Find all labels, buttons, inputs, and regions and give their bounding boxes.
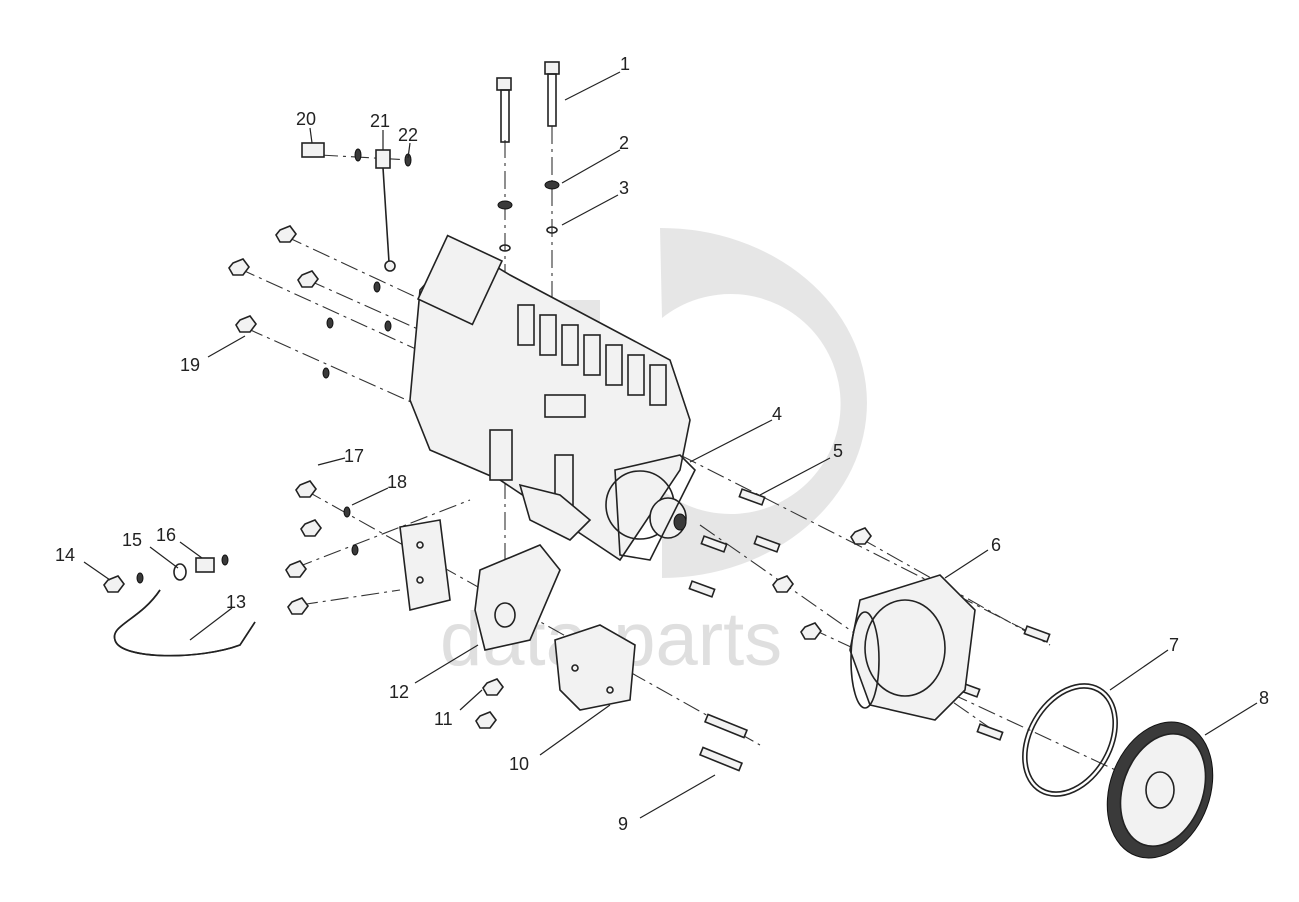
support-bracket-small <box>554 624 636 711</box>
callout-17: 17 <box>344 446 364 466</box>
callout-3: 3 <box>619 178 629 198</box>
assembly-axes <box>237 126 1181 801</box>
fuel-pipe-assembly <box>103 554 256 657</box>
callout-20: 20 <box>296 109 316 129</box>
callout-15: 15 <box>122 530 142 550</box>
callout-numbers: 1 2 3 4 5 6 7 8 9 10 11 12 13 14 15 16 1… <box>55 54 1269 834</box>
banjo-bolt-assembly <box>301 142 412 272</box>
callout-6: 6 <box>991 535 1001 555</box>
callout-21: 21 <box>370 111 390 131</box>
nuts-and-washers-left <box>228 225 392 379</box>
callout-7: 7 <box>1169 635 1179 655</box>
long-bolts <box>698 713 749 772</box>
support-bracket-large <box>399 519 451 611</box>
mounting-bolt-right <box>544 61 560 234</box>
o-ring <box>1022 683 1118 797</box>
injection-pump-body <box>409 234 696 562</box>
callout-10: 10 <box>509 754 529 774</box>
callout-4: 4 <box>772 404 782 424</box>
pump-elements-row <box>517 304 667 406</box>
support-bracket-mid <box>474 544 561 651</box>
callout-22: 22 <box>398 125 418 145</box>
bracket-bolts <box>285 480 504 729</box>
callout-16: 16 <box>156 525 176 545</box>
callout-1: 1 <box>620 54 630 74</box>
drive-gear <box>1106 721 1214 859</box>
callout-8: 8 <box>1259 688 1269 708</box>
callout-18: 18 <box>387 472 407 492</box>
callout-5: 5 <box>833 441 843 461</box>
callout-14: 14 <box>55 545 75 565</box>
callout-13: 13 <box>226 592 246 612</box>
callout-12: 12 <box>389 682 409 702</box>
callout-19: 19 <box>180 355 200 375</box>
leader-lines <box>83 71 1258 819</box>
callout-9: 9 <box>618 814 628 834</box>
callout-2: 2 <box>619 133 629 153</box>
adapter-flange <box>849 574 976 721</box>
studs <box>688 488 1051 741</box>
mounting-bolt-left <box>496 77 513 252</box>
callout-11: 11 <box>434 709 453 729</box>
